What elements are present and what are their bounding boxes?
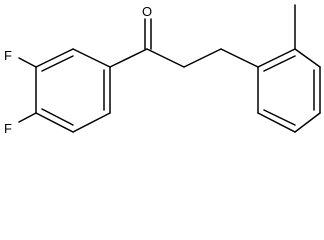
fluorine-bottom-label: F <box>4 121 12 136</box>
bond-to-fluorine-bottom <box>18 112 37 123</box>
methylphenyl-ring <box>257 48 321 133</box>
bond <box>41 108 74 126</box>
fluorine-top-label: F <box>4 48 12 63</box>
bond <box>257 48 296 68</box>
bond <box>72 112 111 133</box>
bond-to-fluorine-top <box>18 57 37 68</box>
bond-ring-to-carbonyl <box>109 48 148 68</box>
bond <box>263 109 296 126</box>
bond <box>72 48 111 68</box>
molecule-structure: F F O <box>4 4 321 136</box>
difluorophenyl-ring <box>35 48 111 133</box>
oxygen-label: O <box>142 4 152 19</box>
bond <box>263 55 296 72</box>
bond <box>41 55 74 72</box>
bond <box>35 112 74 133</box>
bond-chain <box>183 48 222 68</box>
bond <box>35 48 74 68</box>
bond-chain <box>146 48 185 68</box>
bond-chain <box>220 48 259 68</box>
bond <box>257 112 296 133</box>
bond <box>294 48 321 68</box>
bond <box>294 112 321 133</box>
